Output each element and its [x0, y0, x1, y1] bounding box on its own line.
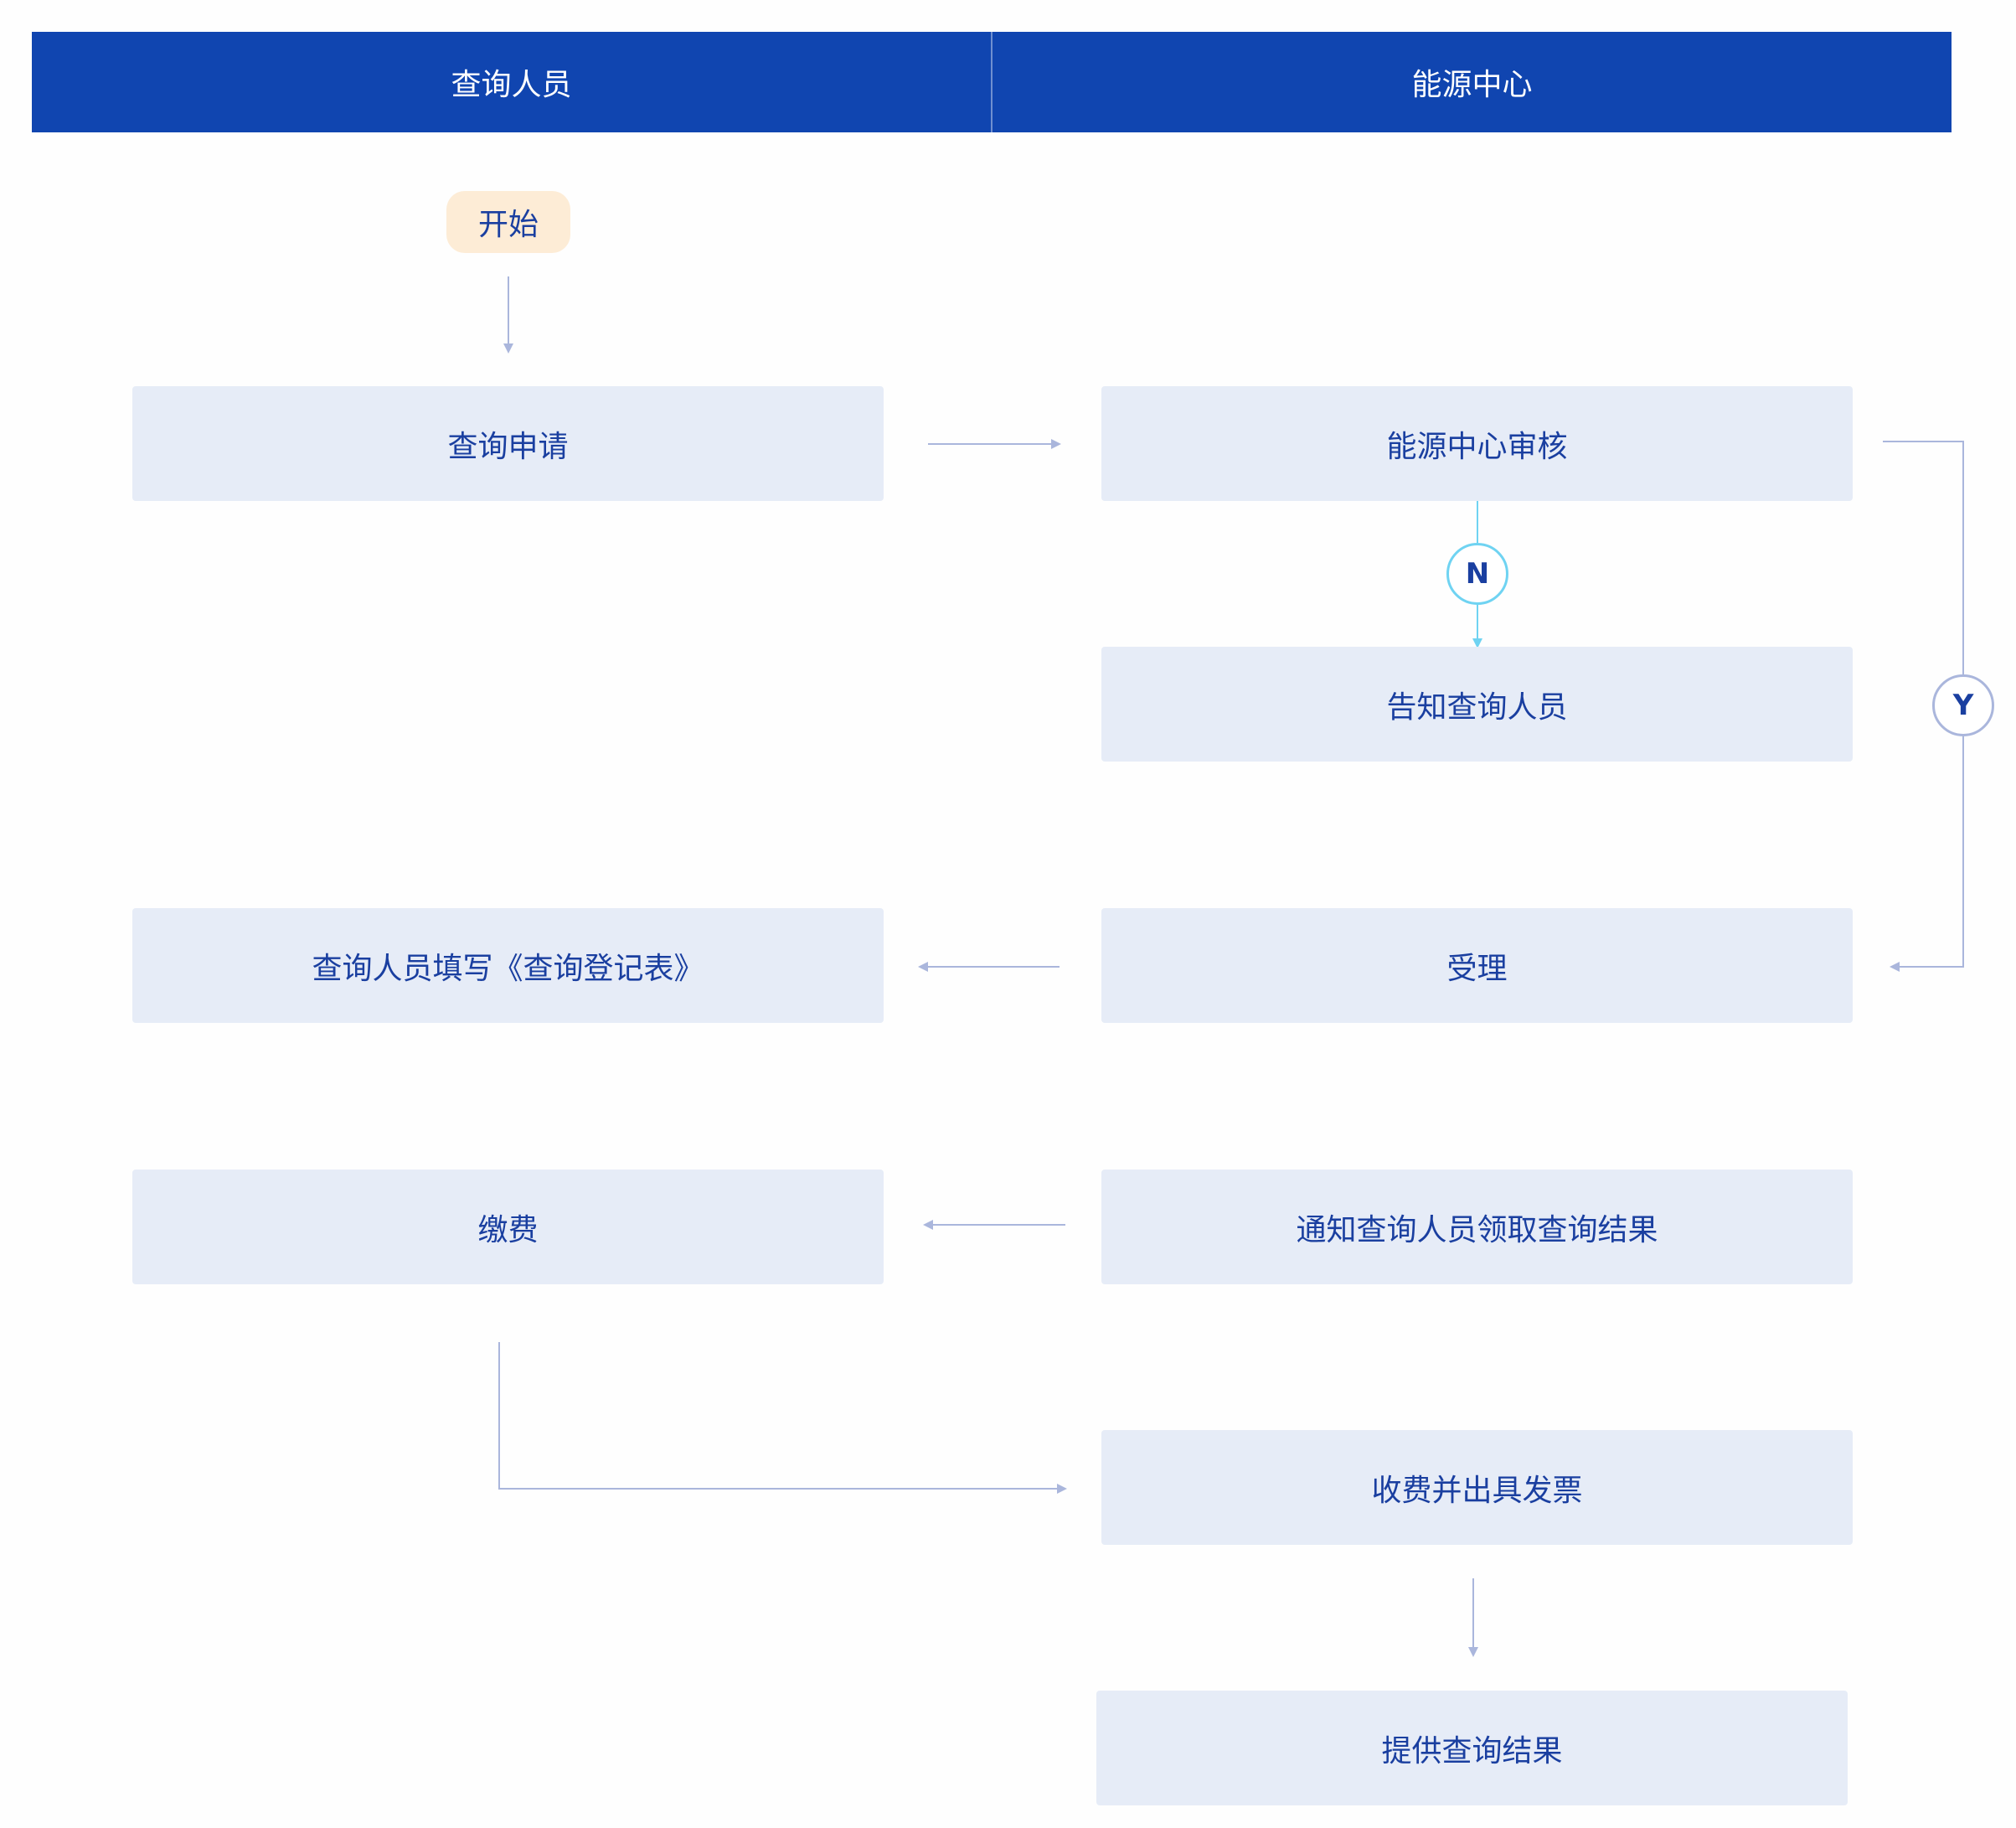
node-provide-result: 提供查询结果: [1096, 1691, 1848, 1805]
start-node: 开始: [446, 191, 570, 253]
node-apply: 查询申请: [132, 386, 884, 501]
node-charge-invoice: 收费并出具发票: [1101, 1430, 1853, 1545]
connector-review-y: [1883, 441, 1964, 674]
decision-no-badge: N: [1446, 543, 1508, 605]
connector-y-accept: [1890, 736, 1964, 972]
lane-divider: [991, 32, 993, 132]
node-notify: 告知查询人员: [1101, 647, 1853, 762]
node-pay: 缴费: [132, 1170, 884, 1284]
lane-header-query-person: 查询人员: [32, 32, 991, 132]
node-review: 能源中心审核: [1101, 386, 1853, 501]
node-fill-form: 查询人员填写《查询登记表》: [132, 908, 884, 1023]
connector-pay-charge: [498, 1342, 1067, 1494]
decision-yes-badge: Y: [1932, 674, 1994, 736]
node-notify-pickup: 通知查询人员领取查询结果: [1101, 1170, 1853, 1284]
node-accept: 受理: [1101, 908, 1853, 1023]
lane-header-energy-center: 能源中心: [993, 32, 1952, 132]
